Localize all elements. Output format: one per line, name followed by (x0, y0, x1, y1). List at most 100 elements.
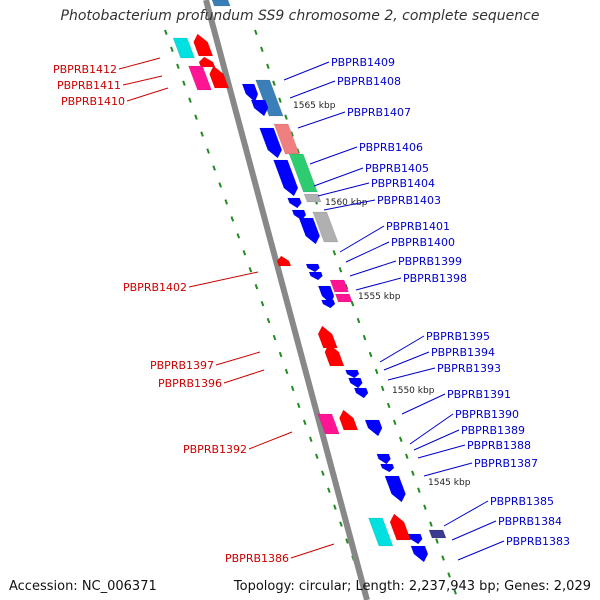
label-leader-line (423, 462, 473, 477)
label-leader-line (443, 500, 489, 527)
label-leader-line (188, 271, 259, 288)
gene-feature-26 (317, 325, 338, 349)
gene-label-plus: PBPRB1398 (403, 272, 467, 285)
gene-label-minus: PBPRB1412 (53, 63, 117, 76)
label-leader-line (126, 87, 169, 102)
gene-feature-31 (317, 413, 340, 435)
track-right-dashes (254, 29, 459, 600)
label-leader-line (349, 260, 397, 277)
label-leader-line (223, 369, 265, 384)
label-leader-line (297, 111, 346, 129)
accession-text: Accession: NC_006371 (9, 579, 157, 594)
label-leader-line (309, 146, 358, 165)
label-leader-line (457, 540, 505, 561)
gene-label-plus: PBPRB1388 (467, 439, 531, 452)
label-leader-line (387, 367, 436, 381)
label-leader-line (290, 543, 335, 559)
label-leader-line (323, 199, 376, 211)
label-leader-line (313, 167, 364, 187)
gene-label-plus: PBPRB1385 (490, 495, 554, 508)
gene-label-plus: PBPRB1383 (506, 535, 570, 548)
gene-feature-38 (389, 513, 412, 541)
kbp-tick-label: 1545 kbp (428, 478, 471, 488)
track-left-dashes (164, 29, 369, 600)
gene-label-plus: PBPRB1409 (331, 56, 395, 69)
gene-feature-41 (410, 545, 429, 563)
gene-label-minus: PBPRB1386 (225, 552, 289, 565)
gene-label-minus: PBPRB1397 (150, 359, 214, 372)
gene-label-plus: PBPRB1394 (431, 346, 495, 359)
gene-label-plus: PBPRB1401 (386, 220, 450, 233)
gene-feature-9 (250, 99, 269, 117)
gene-feature-20 (305, 263, 320, 273)
gene-feature-19 (276, 255, 292, 267)
gene-label-plus: PBPRB1390 (455, 408, 519, 421)
label-leader-line (248, 431, 293, 450)
label-leader-line (451, 520, 497, 541)
map-title: Photobacterium profundum SS9 chromosome … (60, 8, 540, 24)
gene-label-minus: PBPRB1396 (158, 377, 222, 390)
gene-feature-1 (172, 37, 195, 59)
kbp-tick-label: 1565 kbp (293, 101, 336, 111)
gene-feature-11 (259, 127, 283, 159)
gene-label-plus: PBPRB1384 (498, 515, 562, 528)
gene-feature-34 (376, 453, 391, 465)
label-leader-line (345, 241, 390, 263)
gene-label-plus: PBPRB1405 (365, 162, 429, 175)
label-leader-line (379, 335, 425, 363)
gene-feature-24 (334, 293, 353, 303)
gene-label-plus: PBPRB1395 (426, 330, 490, 343)
label-leader-line (383, 351, 430, 371)
gene-feature-40 (408, 533, 423, 545)
gene-feature-14 (303, 193, 322, 203)
gene-feature-18 (298, 217, 320, 245)
gene-label-plus: PBPRB1391 (447, 388, 511, 401)
kbp-tick-label: 1560 kbp (325, 198, 368, 208)
gene-feature-39 (428, 529, 447, 539)
gene-feature-21 (308, 271, 323, 281)
gene-feature-15 (287, 197, 302, 209)
gene-label-plus: PBPRB1389 (461, 424, 525, 437)
gene-label-minus: PBPRB1410 (61, 95, 125, 108)
gene-feature-6 (211, 0, 231, 7)
label-leader-line (317, 182, 370, 197)
gene-feature-37 (368, 517, 394, 547)
label-leader-line (409, 413, 454, 445)
gene-feature-2 (193, 33, 214, 57)
gene-feature-33 (364, 419, 383, 437)
label-leader-line (289, 80, 336, 99)
gene-feature-30 (353, 387, 369, 399)
gene-feature-27 (324, 343, 345, 367)
gene-feature-28 (345, 369, 360, 379)
gene-feature-22 (329, 279, 349, 293)
gene-feature-8 (241, 83, 259, 103)
gene-label-plus: PBPRB1406 (359, 141, 423, 154)
gene-feature-13 (273, 159, 299, 197)
gene-feature-12 (288, 153, 318, 193)
label-leader-line (122, 75, 163, 86)
gene-feature-36 (384, 475, 406, 503)
gene-feature-17 (312, 211, 339, 243)
label-leader-line (417, 444, 466, 459)
gene-label-plus: PBPRB1407 (347, 106, 411, 119)
gene-label-minus: PBPRB1392 (183, 443, 247, 456)
sequence-backbone (203, 0, 370, 600)
gene-feature-16 (291, 209, 307, 221)
gene-label-minus: PBPRB1411 (57, 79, 121, 92)
gene-label-plus: PBPRB1387 (474, 457, 538, 470)
label-leader-line (283, 61, 330, 81)
gene-label-minus: PBPRB1402 (123, 281, 187, 294)
kbp-tick-label: 1550 kbp (392, 386, 435, 396)
gene-feature-5 (209, 65, 230, 89)
label-leader-line (339, 225, 385, 253)
sequence-summary: Topology: circular; Length: 2,237,943 bp… (233, 579, 591, 594)
label-leader-line (118, 57, 161, 70)
label-leader-line (215, 351, 261, 366)
gene-label-plus: PBPRB1403 (377, 194, 441, 207)
label-leader-line (401, 393, 446, 415)
kbp-tick-label: 1555 kbp (358, 292, 401, 302)
gene-feature-25 (321, 299, 336, 309)
label-leader-line (355, 277, 402, 291)
